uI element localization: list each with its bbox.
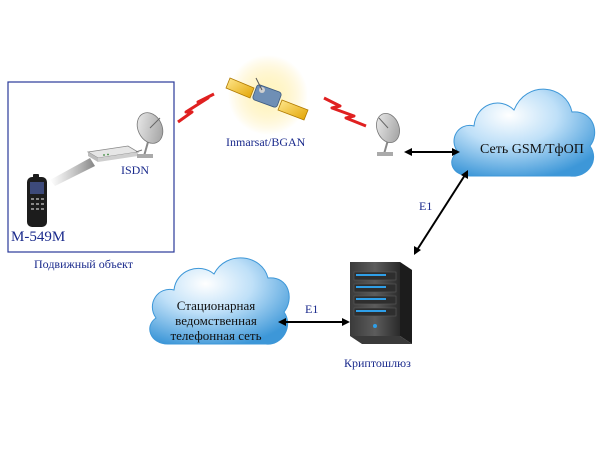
server-icon: [350, 262, 412, 344]
satellite-dish-icon: [376, 113, 400, 156]
stationary-line-1: Стационарная: [176, 298, 256, 313]
satellite-icon: [225, 55, 309, 135]
phone-model-label: М-549М: [11, 229, 66, 245]
isdn-label: ISDN: [121, 163, 150, 177]
cloud-icon: [451, 88, 595, 177]
modem-to-dish-cable: [135, 149, 143, 153]
arrow-dish-gsm: [404, 148, 460, 156]
signal-zigzag-right: [323, 96, 367, 128]
gsm-network-label: Сеть GSM/ТфОП: [480, 142, 584, 157]
signal-zigzag-left: [177, 92, 215, 124]
modem-icon: [86, 145, 140, 162]
stationary-line-2: ведомственная: [175, 313, 257, 328]
stationary-line-3: телефонная сеть: [170, 328, 262, 343]
mobile-object-label: Подвижный объект: [34, 257, 133, 271]
wireless-link-shadow: [50, 158, 95, 186]
satellite-dish-icon: [136, 112, 164, 158]
satellite-label: Inmarsat/BGAN: [226, 135, 306, 149]
e1-upper-label: E1: [419, 199, 433, 213]
stationary-network-label: Стационарная ведомственная телефонная се…: [160, 298, 272, 343]
crypto-gateway-label: Криптошлюз: [344, 356, 411, 370]
mobile-object-frame: [7, 81, 175, 253]
phone-handset-icon: [27, 174, 47, 227]
arrow-cloud-server: [278, 318, 350, 326]
arrow-server-gsm: [414, 170, 468, 255]
cloud-icon: [149, 257, 290, 345]
e1-lower-label: E1: [305, 302, 319, 316]
